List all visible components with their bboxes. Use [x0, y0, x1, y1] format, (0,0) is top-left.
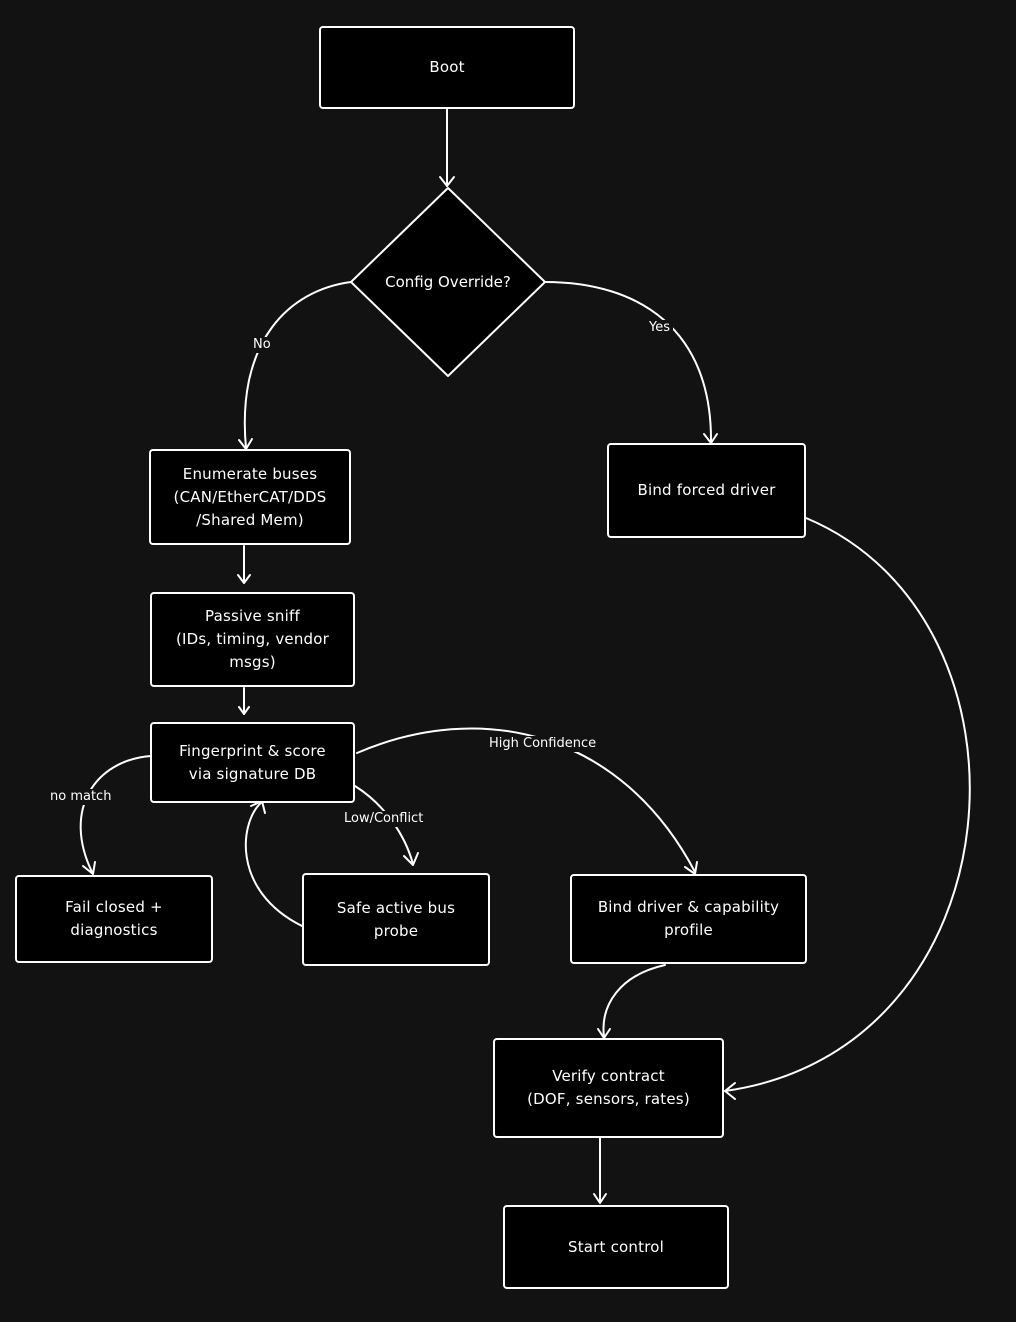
arrowhead [593, 1193, 607, 1204]
arrowhead [237, 574, 251, 584]
config-override-label: Config Override? [385, 273, 511, 291]
edge-label-high-confidence: High Confidence [486, 736, 600, 752]
arrowhead [403, 852, 419, 866]
edge-bind-to-verify [602, 964, 666, 1038]
verify-contract-node: Verify contract (DOF, sensors, rates) [493, 1038, 724, 1138]
bind-forced-driver-label: Bind forced driver [637, 481, 776, 499]
arrowhead [724, 1082, 736, 1100]
edge-label-no: No [250, 337, 274, 353]
edge-forced-to-verify [724, 517, 971, 1092]
edge-probe-loop [244, 801, 303, 927]
bind-forced-driver-node: Bind forced driver [607, 443, 806, 538]
verify-contract-label: Verify contract (DOF, sensors, rates) [527, 1067, 690, 1108]
safe-probe-label: Safe active bus probe [336, 898, 456, 940]
edge-label-yes: Yes [646, 320, 673, 336]
arrowhead [439, 176, 455, 187]
fingerprint-node: Fingerprint & score via signature DB [150, 722, 355, 803]
edge-label-low-conflict: Low/Conflict [341, 811, 427, 827]
edge-decision-yes [544, 281, 713, 443]
edge-no-match [79, 755, 152, 873]
enumerate-buses-node: Enumerate buses (CAN/EtherCAT/DDS /Share… [149, 449, 351, 545]
edge-decision-no [243, 281, 352, 449]
passive-sniff-node: Passive sniff (IDs, timing, vendor msgs) [150, 592, 355, 687]
boot-node: Boot [319, 26, 575, 109]
edge-label-no-match: no match [47, 789, 115, 805]
fail-closed-node: Fail closed + diagnostics [15, 875, 213, 963]
arrowhead [82, 861, 96, 875]
fail-closed-label: Fail closed + diagnostics [65, 898, 163, 939]
boot-label: Boot [429, 58, 465, 76]
bind-driver-node: Bind driver & capability profile [570, 874, 807, 964]
arrowhead [238, 706, 250, 715]
config-override-diamond [350, 187, 546, 377]
start-control-label: Start control [567, 1237, 664, 1256]
enumerate-buses-label: Enumerate buses (CAN/EtherCAT/DDS /Share… [173, 464, 327, 529]
passive-sniff-label: Passive sniff (IDs, timing, vendor msgs) [175, 607, 330, 671]
fingerprint-label: Fingerprint & score via signature DB [179, 741, 326, 783]
bind-driver-label: Bind driver & capability profile [597, 898, 780, 939]
start-control-node: Start control [503, 1205, 729, 1289]
safe-probe-node: Safe active bus probe [302, 873, 490, 966]
